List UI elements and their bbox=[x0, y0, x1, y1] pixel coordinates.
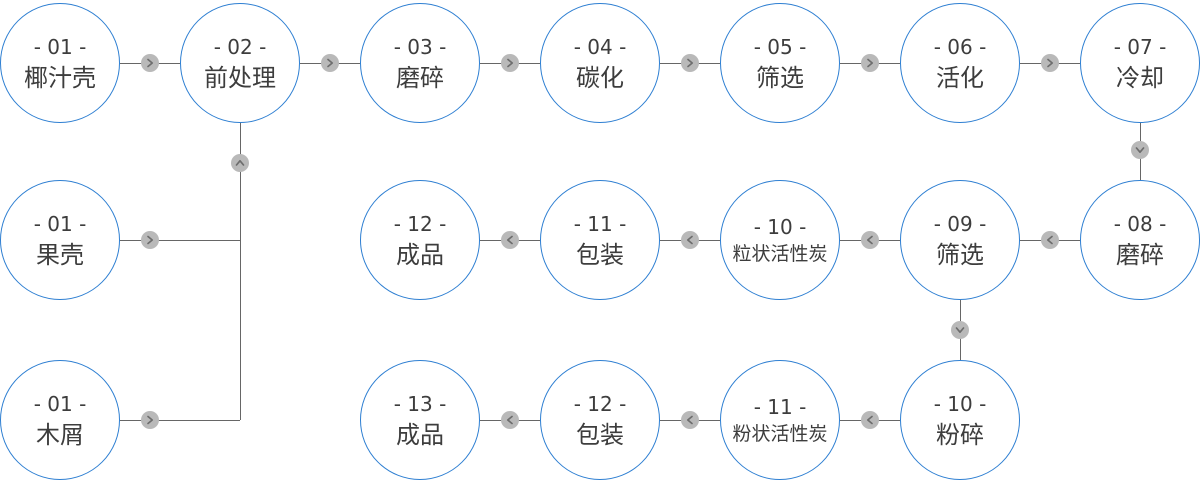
node-label: 磨碎 bbox=[1116, 240, 1164, 269]
chevron-left-icon bbox=[861, 231, 879, 249]
node-number: - 08 - bbox=[1113, 211, 1167, 236]
chevron-left-icon bbox=[861, 411, 879, 429]
node-granular-activated-carbon: - 10 - 粒状活性炭 bbox=[720, 180, 840, 300]
chevron-up-icon bbox=[231, 154, 249, 172]
node-carbonization: - 04 - 碳化 bbox=[540, 3, 660, 123]
connector-line bbox=[120, 420, 240, 421]
node-grinding: - 03 - 磨碎 bbox=[360, 3, 480, 123]
node-screening: - 05 - 筛选 bbox=[720, 3, 840, 123]
chevron-right-icon bbox=[681, 54, 699, 72]
node-label: 冷却 bbox=[1116, 63, 1164, 92]
node-crushing: - 10 - 粉碎 bbox=[900, 360, 1020, 480]
node-label: 成品 bbox=[396, 240, 444, 269]
chevron-right-icon bbox=[1041, 54, 1059, 72]
node-powdered-activated-carbon: - 11 - 粉状活性炭 bbox=[720, 360, 840, 480]
node-label: 包装 bbox=[576, 420, 624, 449]
node-label: 粉碎 bbox=[936, 420, 984, 449]
node-number: - 12 - bbox=[393, 211, 447, 236]
node-number: - 05 - bbox=[753, 34, 807, 59]
node-pretreatment: - 02 - 前处理 bbox=[180, 3, 300, 123]
node-coconut-shell: - 01 - 椰汁壳 bbox=[0, 3, 120, 123]
chevron-right-icon bbox=[501, 54, 519, 72]
connector-line bbox=[240, 123, 241, 420]
node-number: - 02 - bbox=[213, 34, 267, 59]
node-label: 磨碎 bbox=[396, 63, 444, 92]
node-label: 筛选 bbox=[936, 240, 984, 269]
node-number: - 11 - bbox=[573, 211, 627, 236]
chevron-right-icon bbox=[321, 54, 339, 72]
node-number: - 10 - bbox=[933, 391, 987, 416]
node-grinding-secondary: - 08 - 磨碎 bbox=[1080, 180, 1200, 300]
node-label: 碳化 bbox=[576, 63, 624, 92]
node-label: 筛选 bbox=[756, 63, 804, 92]
chevron-left-icon bbox=[501, 411, 519, 429]
node-number: - 01 - bbox=[33, 211, 87, 236]
node-number: - 10 - bbox=[753, 214, 807, 239]
node-label: 活化 bbox=[936, 63, 984, 92]
node-label: 木屑 bbox=[36, 420, 84, 449]
connector-line bbox=[120, 240, 240, 241]
chevron-right-icon bbox=[141, 411, 159, 429]
node-label: 粒状活性炭 bbox=[732, 242, 828, 265]
node-finished-product-powder: - 13 - 成品 bbox=[360, 360, 480, 480]
node-label: 椰汁壳 bbox=[24, 63, 96, 92]
node-label: 粉状活性炭 bbox=[732, 422, 828, 445]
chevron-right-icon bbox=[141, 231, 159, 249]
node-screening-secondary: - 09 - 筛选 bbox=[900, 180, 1020, 300]
node-number: - 06 - bbox=[933, 34, 987, 59]
node-nut-shell: - 01 - 果壳 bbox=[0, 180, 120, 300]
node-label: 包装 bbox=[576, 240, 624, 269]
chevron-right-icon bbox=[141, 54, 159, 72]
node-number: - 07 - bbox=[1113, 34, 1167, 59]
node-number: - 01 - bbox=[33, 34, 87, 59]
node-number: - 12 - bbox=[573, 391, 627, 416]
node-number: - 04 - bbox=[573, 34, 627, 59]
node-finished-product-granular: - 12 - 成品 bbox=[360, 180, 480, 300]
chevron-left-icon bbox=[681, 231, 699, 249]
node-number: - 09 - bbox=[933, 211, 987, 236]
chevron-down-icon bbox=[951, 321, 969, 339]
node-number: - 13 - bbox=[393, 391, 447, 416]
node-packaging-granular: - 11 - 包装 bbox=[540, 180, 660, 300]
chevron-down-icon bbox=[1131, 141, 1149, 159]
chevron-left-icon bbox=[681, 411, 699, 429]
node-label: 前处理 bbox=[204, 63, 276, 92]
chevron-right-icon bbox=[861, 54, 879, 72]
node-sawdust: - 01 - 木屑 bbox=[0, 360, 120, 480]
chevron-left-icon bbox=[1041, 231, 1059, 249]
node-packaging-powder: - 12 - 包装 bbox=[540, 360, 660, 480]
node-number: - 01 - bbox=[33, 391, 87, 416]
chevron-left-icon bbox=[501, 231, 519, 249]
node-number: - 11 - bbox=[753, 394, 807, 419]
node-activation: - 06 - 活化 bbox=[900, 3, 1020, 123]
node-label: 果壳 bbox=[36, 240, 84, 269]
node-label: 成品 bbox=[396, 420, 444, 449]
node-number: - 03 - bbox=[393, 34, 447, 59]
node-cooling: - 07 - 冷却 bbox=[1080, 3, 1200, 123]
